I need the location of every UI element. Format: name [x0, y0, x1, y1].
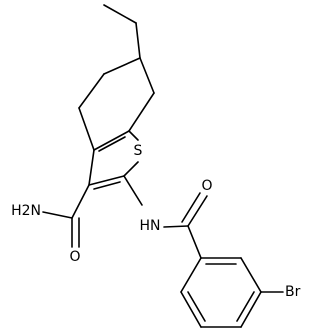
bond-c6-c5 [103, 57, 141, 75]
atom-label-amide-oxygen: O [69, 249, 80, 265]
bond-ring-c5-c6 [180, 291, 202, 328]
bond-c7a-c3a [93, 130, 130, 151]
bond-ring-inner-double-3 [187, 291, 206, 322]
bond-s-c2 [123, 161, 139, 177]
bond-carbonyl-nh2 [42, 211, 73, 219]
bond-c7-c7a [128, 92, 155, 132]
bond-c2-c3 [88, 175, 125, 186]
bond-c7a-c3a-double [98, 136, 126, 152]
atom-label-amide-nh2: H2N [11, 203, 41, 219]
bond-ring-c3-c4 [240, 291, 262, 328]
bond-c3a-c3 [88, 149, 95, 186]
bond-c6-c7 [139, 57, 155, 94]
atom-label-benzoyl-oxygen: O [201, 178, 212, 194]
bond-nh-benzoyl-carbon [163, 225, 189, 228]
atom-label-bromine: Br [285, 284, 301, 300]
atom-label-sulfur: S [134, 143, 143, 159]
bond-ethyl-ch3-ch2 [103, 4, 137, 24]
bond-c2-c3-double [93, 181, 121, 190]
bond-ethyl-ch2-c6 [135, 22, 141, 59]
bond-benzoyl-co [187, 195, 208, 227]
bond-ring-inner-double-2 [236, 291, 255, 322]
atom-label-secondary-amine: HN [140, 218, 161, 234]
bond-c7a-s [128, 130, 139, 141]
bond-c2-nh [123, 175, 143, 206]
bond-ring-c2-c3 [240, 257, 262, 293]
bond-benzoyl-to-ring [187, 225, 202, 259]
bond-c4-c3a [78, 107, 95, 151]
bond-ring-c6-c1 [180, 257, 202, 293]
bond-benzoyl-co-double [181, 192, 201, 223]
bond-c5-c4 [78, 73, 105, 109]
bond-c3-carbonyl [71, 184, 90, 219]
